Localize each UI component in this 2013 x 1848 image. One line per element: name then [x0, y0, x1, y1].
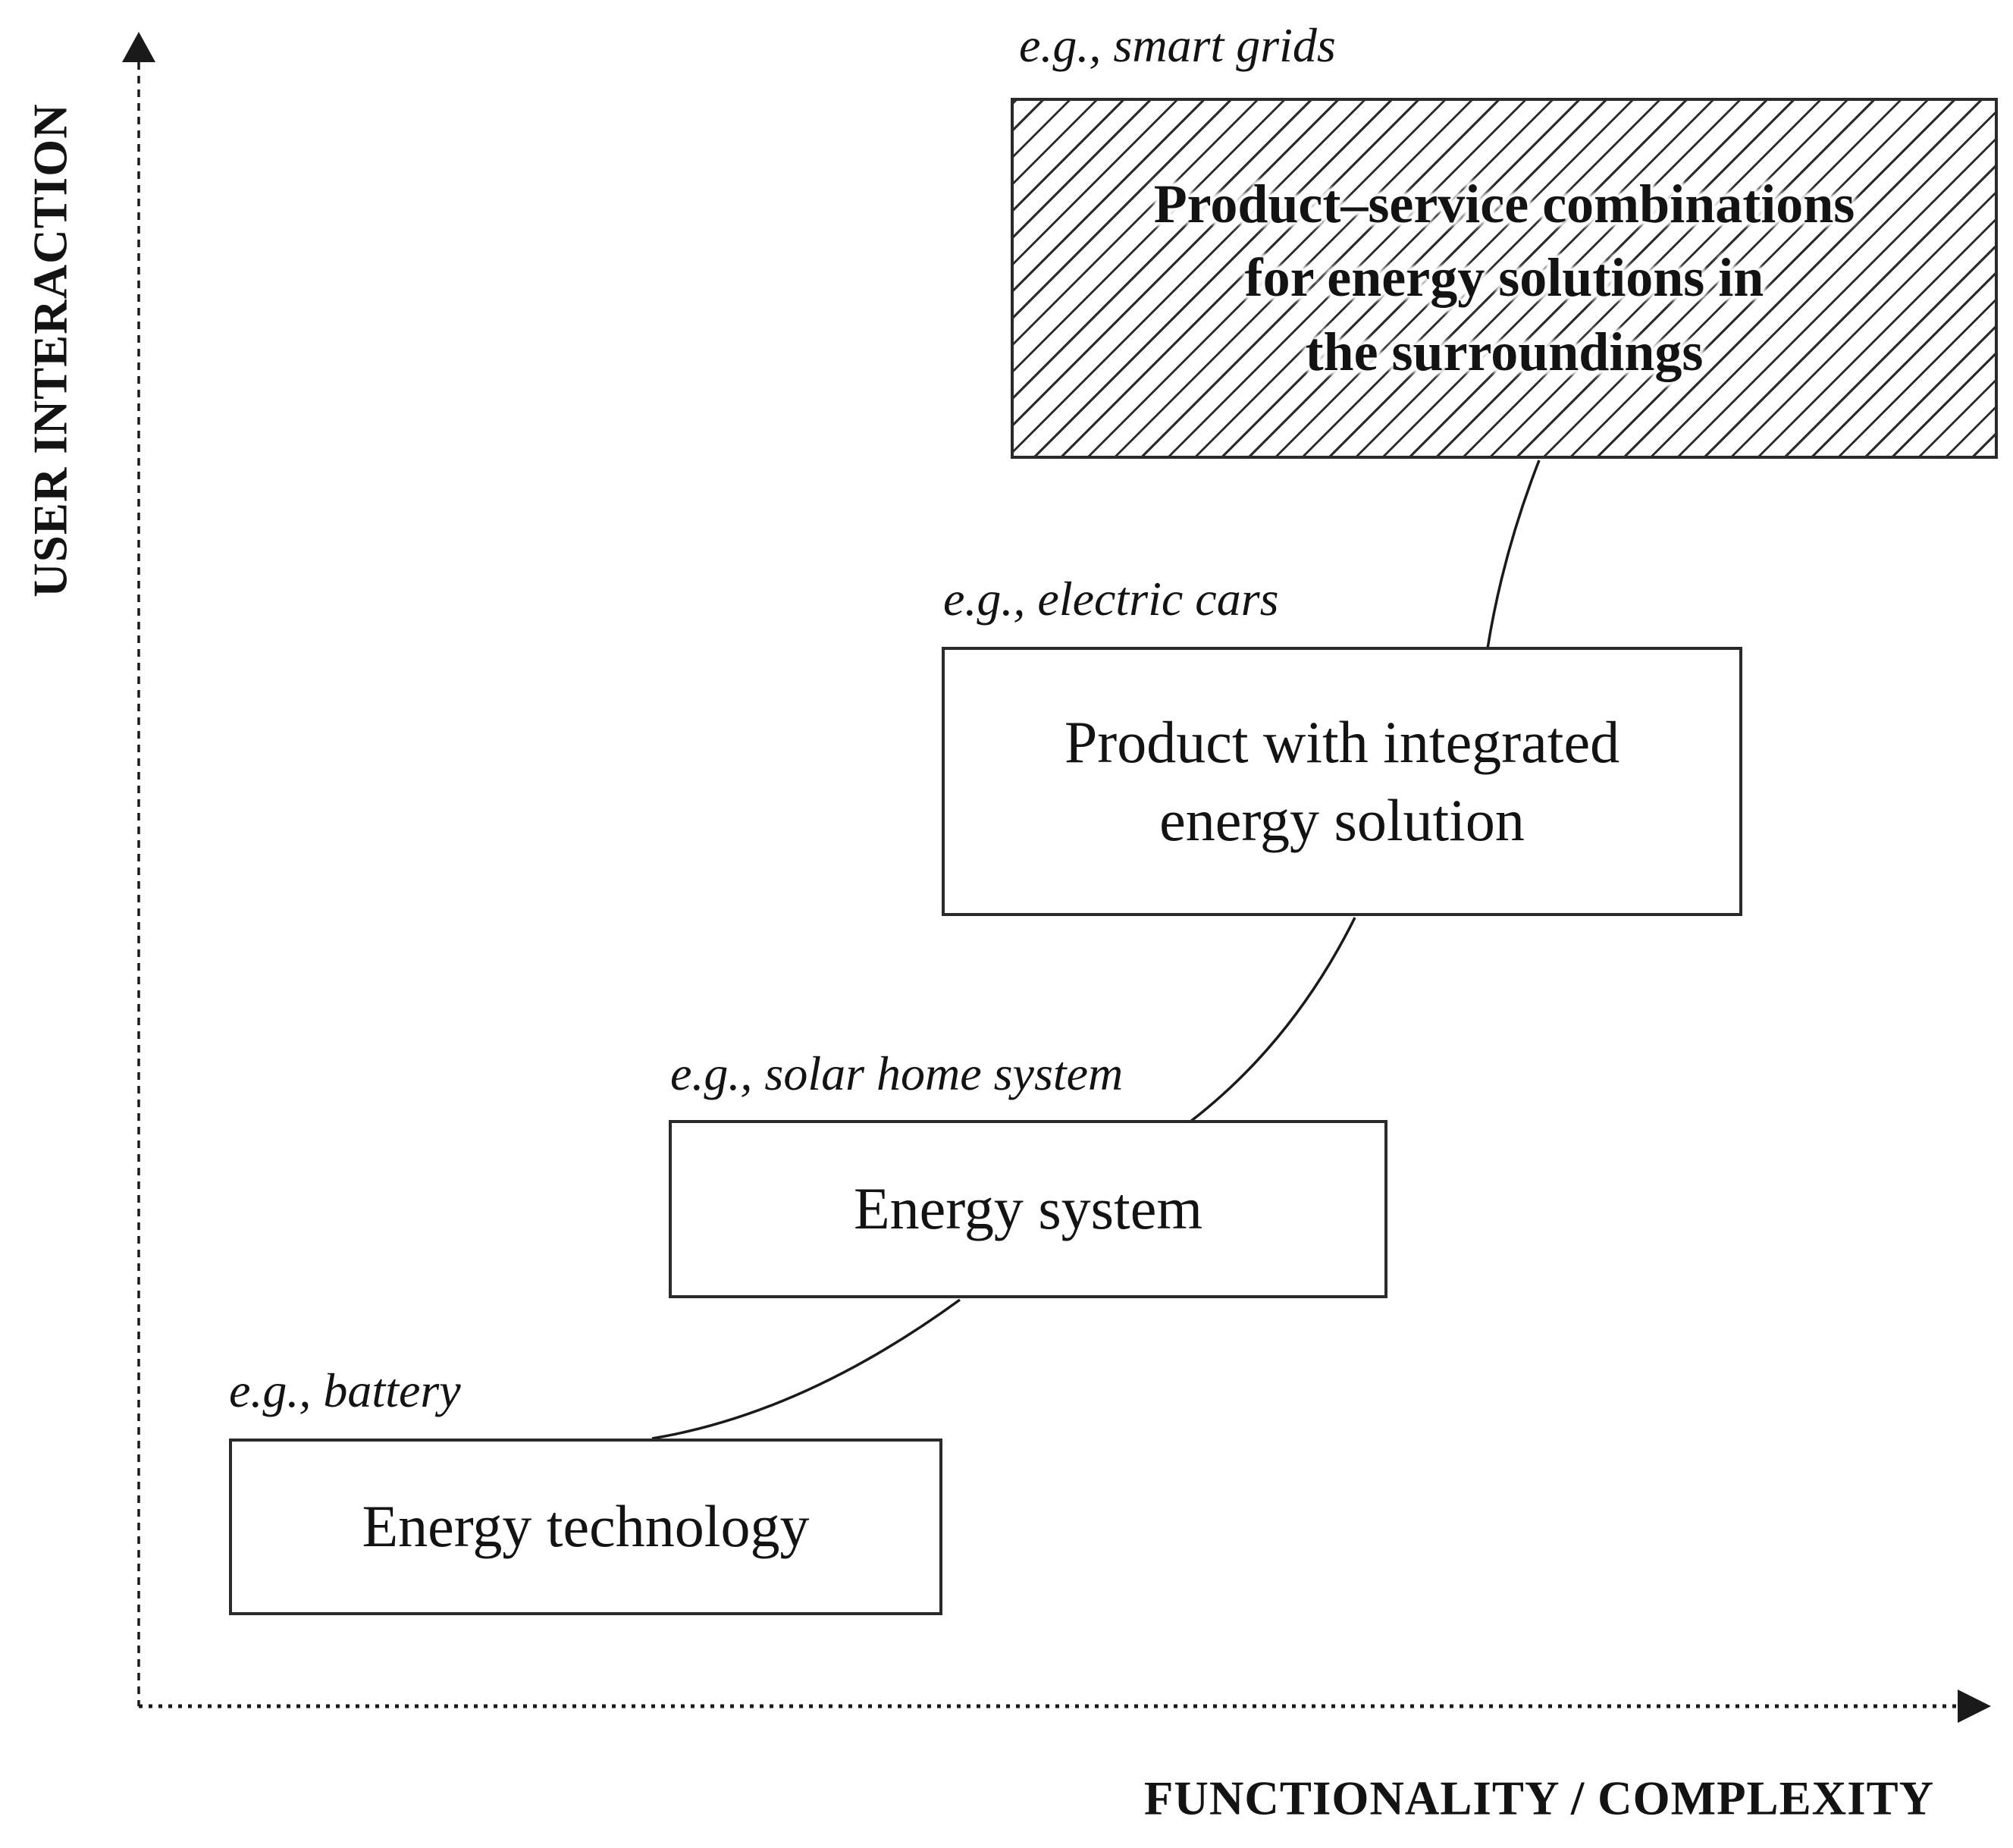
y-axis-arrowhead	[122, 32, 155, 62]
box-product-service-label-line-3: the surroundings	[1305, 321, 1704, 382]
example-label-solar-home-system: e.g., solar home system	[670, 1046, 1124, 1100]
example-label-electric-cars: e.g., electric cars	[943, 572, 1279, 626]
x-axis-arrowhead	[1958, 1690, 1991, 1723]
x-axis-label: FUNCTIONALITY / COMPLEXITY	[1143, 1771, 1935, 1825]
box-product-service-combinations: Product–service combinations for energy …	[1011, 98, 1998, 459]
box-product-service-label-line-2: for energy solutions in	[1244, 247, 1764, 309]
box-energy-technology-label: Energy technology	[362, 1493, 810, 1560]
connector-product-integrated-to-product-service	[1486, 460, 1541, 649]
connector-energy-system-to-product-integrated	[1189, 917, 1356, 1123]
box-energy-system: Energy system	[669, 1120, 1387, 1298]
box-product-integrated-label-line-1: Product with integrated	[1064, 708, 1620, 775]
box-energy-technology: Energy technology	[229, 1439, 942, 1615]
box-product-with-integrated-energy-solution: Product with integrated energy solution	[942, 647, 1742, 916]
connector-energy-technology-to-energy-system	[651, 1298, 961, 1440]
box-product-integrated-label-line-2: energy solution	[1159, 786, 1525, 853]
example-label-smart-grids: e.g., smart grids	[1019, 18, 1336, 72]
box-product-service-label-line-1: Product–service combinations	[1153, 174, 1855, 235]
y-axis-label: USER INTERACTION	[24, 103, 77, 598]
example-label-battery: e.g., battery	[229, 1363, 461, 1417]
box-energy-system-label: Energy system	[853, 1175, 1202, 1242]
